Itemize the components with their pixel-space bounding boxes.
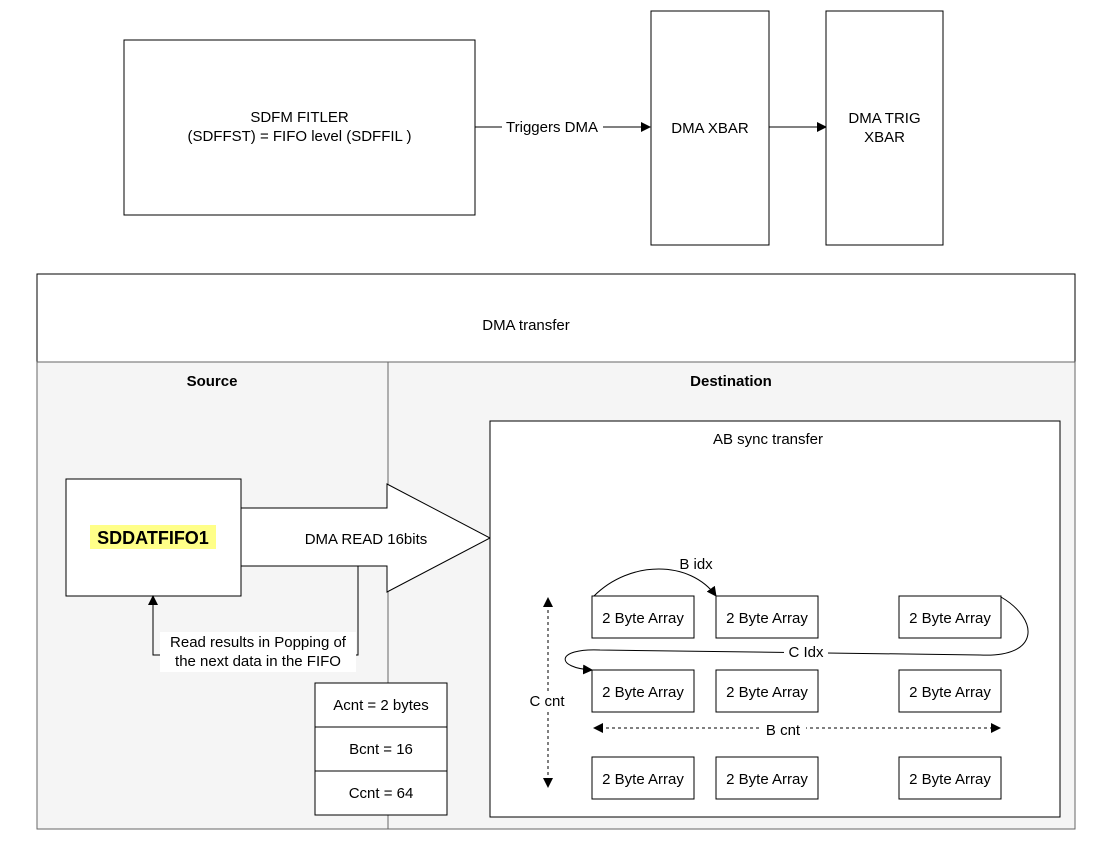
source-header: Source bbox=[187, 373, 238, 390]
dma-read-label: DMA READ 16bits bbox=[305, 531, 428, 548]
array-label: 2 Byte Array bbox=[602, 684, 684, 701]
dma-xbar-box: DMA XBAR bbox=[650, 10, 770, 246]
array-cell bbox=[591, 669, 695, 713]
array-cell bbox=[715, 595, 819, 639]
dma-transfer-title: DMA transfer bbox=[482, 317, 570, 334]
array-label: 2 Byte Array bbox=[909, 771, 991, 788]
dma-xbar-label: DMA XBAR bbox=[671, 120, 749, 137]
pop-note-line1: Read results in Popping of bbox=[170, 634, 347, 651]
dma-trig-xbar-line1: DMA TRIG bbox=[848, 110, 920, 127]
fifo-pop-connector: Read results in Popping of the next data… bbox=[148, 566, 359, 672]
array-cell bbox=[591, 595, 695, 639]
ab-sync-title: AB sync transfer bbox=[713, 431, 823, 448]
b-cnt-label: B cnt bbox=[766, 722, 801, 739]
array-cell bbox=[591, 756, 695, 800]
array-label: 2 Byte Array bbox=[726, 610, 808, 627]
dma-trig-xbar-line2: XBAR bbox=[864, 129, 905, 146]
array-cell bbox=[715, 756, 819, 800]
array-label: 2 Byte Array bbox=[602, 610, 684, 627]
array-label: 2 Byte Array bbox=[909, 684, 991, 701]
c-idx-label: C Idx bbox=[788, 644, 824, 661]
sdfm-filter-condition: (SDFFST) = FIFO level (SDFFIL ) bbox=[187, 128, 411, 145]
register-highlight bbox=[90, 525, 216, 549]
array-label: 2 Byte Array bbox=[602, 771, 684, 788]
triggers-dma-connector: Triggers DMA bbox=[475, 118, 651, 136]
array-cell bbox=[898, 669, 1002, 713]
sddatfifo1-box: SDDATFIFO1 bbox=[65, 478, 242, 597]
bcnt-value: Bcnt = 16 bbox=[349, 741, 413, 758]
array-cell bbox=[898, 595, 1002, 639]
triggers-dma-label: Triggers DMA bbox=[506, 119, 598, 136]
array-grid: 2 Byte Array 2 Byte Array 2 Byte Array 2… bbox=[591, 595, 1002, 800]
count-table: Acnt = 2 bytes Bcnt = 16 Ccnt = 64 bbox=[314, 682, 448, 816]
b-cnt-arrow: B cnt bbox=[593, 720, 1001, 739]
array-cell bbox=[715, 669, 819, 713]
array-label: 2 Byte Array bbox=[726, 684, 808, 701]
array-label: 2 Byte Array bbox=[726, 771, 808, 788]
sdfm-filter-title: SDFM FITLER bbox=[250, 109, 349, 126]
destination-header: Destination bbox=[690, 373, 772, 390]
c-idx-arrow: C Idx bbox=[564, 596, 1029, 675]
ccnt-value: Ccnt = 64 bbox=[349, 785, 414, 802]
array-label: 2 Byte Array bbox=[909, 610, 991, 627]
sdfm-filter-box: SDFM FITLER (SDFFST) = FIFO level (SDFFI… bbox=[123, 39, 476, 216]
acnt-value: Acnt = 2 bytes bbox=[333, 697, 428, 714]
c-cnt-arrow: C cnt bbox=[524, 597, 570, 788]
pop-note-line2: the next data in the FIFO bbox=[175, 653, 341, 670]
sddatfifo1-label: SDDATFIFO1 bbox=[97, 528, 209, 548]
b-idx-label: B idx bbox=[679, 556, 713, 573]
dma-read-arrow: DMA READ 16bits bbox=[240, 483, 492, 593]
array-cell bbox=[898, 756, 1002, 800]
b-idx-arrow: B idx bbox=[593, 556, 717, 597]
c-cnt-label: C cnt bbox=[529, 693, 565, 710]
dma-transfer-header bbox=[36, 273, 1076, 363]
dma-trig-xbar-box: DMA TRIG XBAR bbox=[825, 10, 944, 246]
